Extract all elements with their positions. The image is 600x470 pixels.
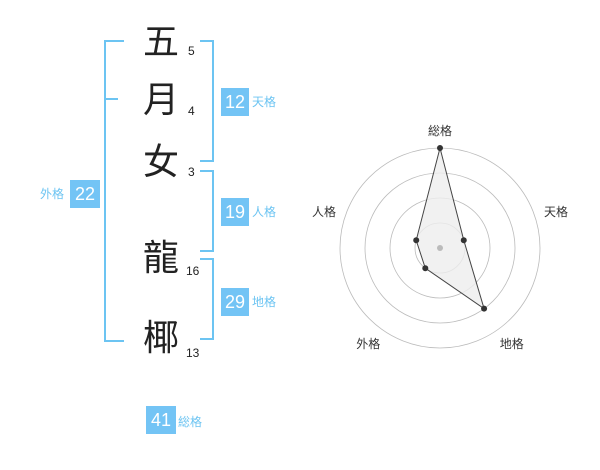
soukaku-label: 総格 (178, 415, 203, 429)
chikaku-score: 29 (221, 288, 249, 316)
tenkaku-score: 12 (221, 88, 249, 116)
radar-point-2 (460, 237, 467, 244)
name-char-3: 女 (142, 142, 179, 183)
stroke-count-1: 5 (188, 44, 195, 58)
jinkaku-bracket (200, 170, 214, 252)
radar-center-point (437, 245, 443, 251)
jinkaku-score: 19 (221, 198, 249, 226)
gaikaku-label: 外格 (40, 187, 65, 201)
gaikaku-score: 22 (70, 180, 100, 208)
radar-point-4 (422, 265, 429, 272)
radar-axis-label-5: 人格 (311, 205, 336, 220)
stroke-count-5: 13 (186, 346, 200, 360)
name-char-5: 椰 (142, 318, 179, 359)
radar-axis-label-1: 総格 (428, 123, 453, 138)
chikaku-label: 地格 (252, 295, 277, 309)
radar-axis-label-2: 天格 (544, 205, 569, 220)
tenkaku-bracket (200, 40, 214, 162)
outer-bracket-divider (104, 98, 118, 100)
chikaku-bracket (200, 258, 214, 340)
stroke-count-4: 16 (186, 264, 200, 278)
radar-axis-label-3: 地格 (499, 336, 524, 351)
name-char-4: 龍 (142, 238, 179, 279)
jinkaku-label: 人格 (252, 205, 277, 219)
radar-point-5 (413, 237, 420, 244)
soukaku-score: 41 (146, 406, 176, 434)
tenkaku-label: 天格 (252, 95, 277, 109)
radar-point-3 (481, 305, 488, 312)
radar-axis-label-4: 外格 (356, 336, 381, 351)
name-char-2: 月 (142, 80, 179, 121)
stroke-count-3: 3 (188, 165, 195, 179)
radar-value-polygon (415, 147, 485, 310)
fortune-radar-chart (339, 145, 541, 349)
outer-bracket (104, 40, 124, 342)
stroke-count-2: 4 (188, 104, 195, 118)
radar-point-1 (437, 145, 443, 151)
name-char-1: 五 (142, 22, 179, 63)
